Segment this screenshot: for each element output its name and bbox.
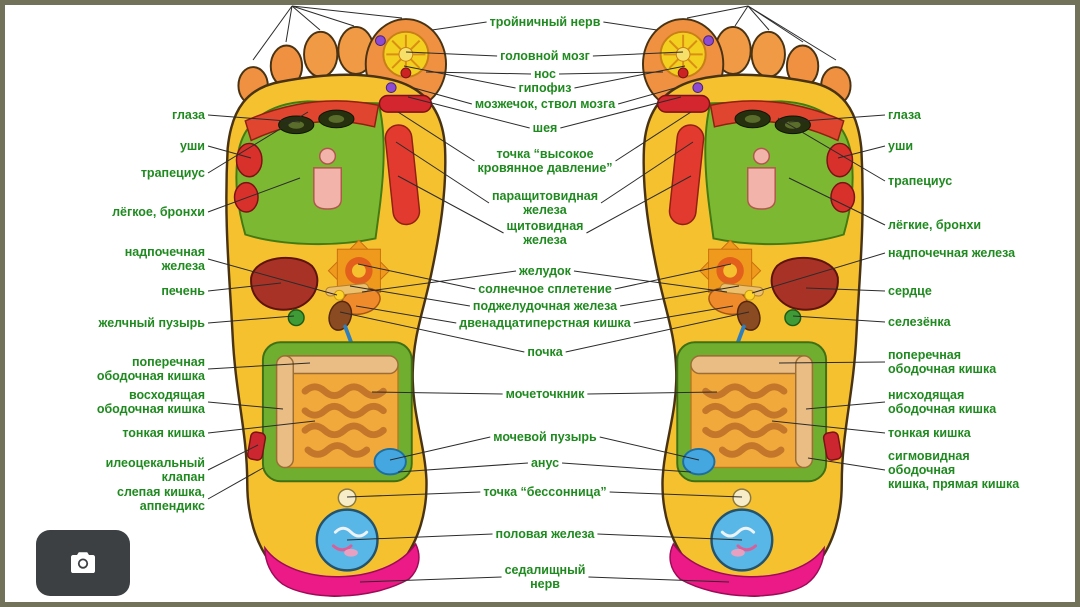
diagram-label: желудок	[519, 264, 571, 278]
diagram-label: поперечная ободочная кишка	[888, 348, 997, 376]
diagram-label: уши	[888, 139, 914, 153]
diagram-label: надпочечная железа	[124, 245, 205, 273]
diagram-label: глаза	[172, 108, 205, 122]
diagram-label: поджелудочная железа	[472, 299, 618, 313]
frontal-sinus-label-left: лобная пазуха	[247, 0, 337, 5]
diagram-label: лёгкие, бронхи	[888, 218, 982, 232]
diagram-label: тонкая кишка	[122, 426, 205, 440]
diagram-label: седалищный нерв	[504, 563, 586, 591]
diagram-label: двенадцатиперстная кишка	[459, 316, 631, 330]
camera-button[interactable]	[36, 530, 130, 596]
diagram-label: головной мозг	[500, 49, 590, 63]
right-foot-illustration	[642, 10, 877, 600]
diagram-label: глаза	[888, 108, 921, 122]
diagram-label: нисходящая ободочная кишка	[888, 388, 997, 416]
diagram-label: шея	[532, 121, 558, 135]
diagram-label: анус	[530, 456, 560, 470]
diagram-label: гипофиз	[518, 81, 572, 95]
diagram-label: паращитовидная железа	[491, 189, 599, 217]
camera-icon	[71, 552, 95, 574]
left-foot-illustration	[212, 10, 447, 600]
diagram-label: поперечная ободочная кишка	[96, 355, 205, 383]
diagram-label: трапециус	[140, 166, 205, 180]
diagram-label: восходящая ободочная кишка	[96, 388, 205, 416]
diagram-label: мочевой пузырь	[493, 430, 597, 444]
diagram-label: мозжечок, ствол мозга	[474, 97, 616, 111]
diagram-label: печень	[161, 284, 205, 298]
diagram-label: сигмовидная ободочная кишка, прямая кишк…	[888, 449, 1020, 491]
diagram-label: половая железа	[495, 527, 595, 541]
diagram-label: сердце	[888, 284, 932, 298]
diagram-label: мочеточкник	[505, 387, 585, 401]
diagram-label: почка	[527, 345, 563, 359]
diagram-label: уши	[179, 139, 205, 153]
diagram-label: надпочечная железа	[888, 246, 1016, 260]
diagram-label: слепая кишка, аппендикс	[117, 485, 205, 513]
diagram-label: лёгкое, бронхи	[112, 205, 205, 219]
diagram-label: желчный пузырь	[98, 316, 205, 330]
diagram-label: точка “высокое кровянное давление”	[477, 147, 613, 175]
diagram-label: илеоцекальный клапан	[105, 456, 205, 484]
frontal-sinus-label-right: лобная пазуха	[703, 0, 793, 5]
diagram-label: тонкая кишка	[888, 426, 971, 440]
diagram-label: нос	[534, 67, 556, 81]
diagram-label: солнечное сплетение	[478, 282, 612, 296]
diagram-label: щитовидная железа	[506, 219, 584, 247]
diagram-label: селезёнка	[888, 315, 951, 329]
diagram-label: тройничный нерв	[489, 15, 601, 29]
diagram-label: точка “бессонница”	[483, 485, 607, 499]
diagram-label: трапециус	[888, 174, 953, 188]
